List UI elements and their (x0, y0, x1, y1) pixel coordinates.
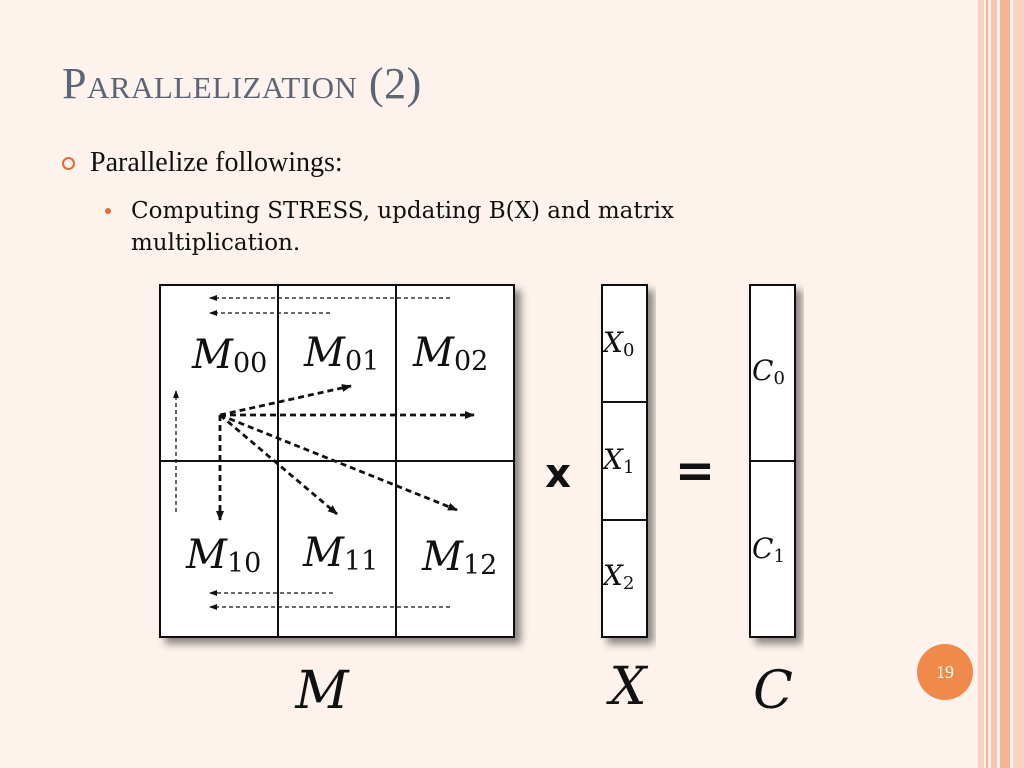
stripe (1013, 0, 1024, 768)
stripe (991, 0, 997, 768)
stripe (978, 0, 984, 768)
sub-bullet-text: Computing STRESS, updating B(X) and matr… (131, 198, 674, 256)
bullet-level-2: Computing STRESS, updating B(X) and matr… (105, 195, 805, 259)
matrix-m-label: M (294, 661, 350, 721)
block-label-m12: M12 (421, 534, 497, 581)
bold-dashed-arrow (219, 384, 352, 417)
slide-title: Parallelization (2) (62, 59, 422, 108)
block-label-m01: M01 (303, 330, 379, 377)
dot-bullet-icon (105, 208, 111, 214)
ring-bullet-icon (62, 157, 75, 170)
decorative-stripes (976, 0, 1024, 768)
block-label-m00: M00 (191, 332, 267, 379)
page-number-badge: 19 (917, 644, 973, 700)
vector-x-box (601, 284, 648, 638)
c-block-label-0: C0 (752, 354, 785, 389)
stripe (1000, 0, 1010, 768)
bullet-level-1: Parallelize followings: (62, 145, 343, 181)
block-label-m11: M11 (302, 530, 378, 577)
x-block-label-2: X2 (601, 559, 634, 594)
x-block-label-1: X1 (601, 443, 634, 478)
stripe (986, 0, 988, 768)
equals-symbol: = (675, 443, 715, 499)
bullet-text: Parallelize followings: (90, 147, 343, 178)
block-label-m02: M02 (412, 330, 488, 377)
vector-c-label: C (753, 661, 793, 721)
c-block-label-1: C1 (752, 532, 785, 567)
bold-dashed-arrow (219, 413, 458, 512)
block-label-m10: M10 (185, 532, 261, 579)
times-symbol: x (545, 451, 571, 497)
x-block-label-0: X0 (601, 326, 634, 361)
bold-dashed-arrow (219, 413, 338, 516)
vector-x-label: X (605, 657, 648, 717)
